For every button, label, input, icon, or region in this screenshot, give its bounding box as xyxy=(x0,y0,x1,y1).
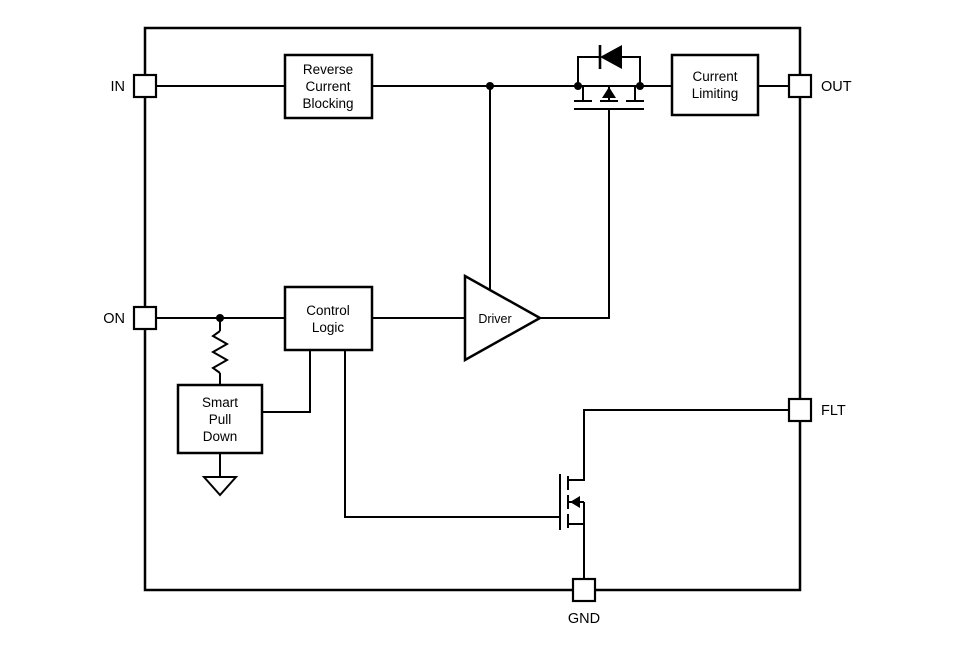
pass-fet xyxy=(574,86,644,110)
control-logic-label-line1: Control xyxy=(306,303,350,318)
current-limiting-label-line2: Limiting xyxy=(692,86,739,101)
pin-out: OUT xyxy=(787,73,852,99)
pin-on-label: ON xyxy=(103,311,125,327)
rcb-label-line1: Reverse xyxy=(303,62,353,77)
pin-in: IN xyxy=(111,73,158,99)
wire-flt-to-faultfet xyxy=(568,409,789,481)
driver-label: Driver xyxy=(478,312,511,326)
junction-dot xyxy=(486,82,494,90)
wire-spd-to-control xyxy=(262,350,311,413)
pin-flt: FLT xyxy=(787,397,846,423)
rcb-label-line2: Current xyxy=(305,79,350,94)
smart-pull-down-label-line1: Smart xyxy=(202,395,238,410)
pin-on-pad xyxy=(132,305,158,331)
pin-flt-pad xyxy=(787,397,813,423)
junction-dot xyxy=(636,82,644,90)
smart-pull-down-label-line3: Down xyxy=(203,429,238,444)
control-logic-label-line2: Logic xyxy=(312,320,345,335)
pin-out-label: OUT xyxy=(821,79,852,95)
pin-gnd-label: GND xyxy=(568,611,600,627)
wire-control-to-faultfet xyxy=(344,350,560,518)
pin-on: ON xyxy=(103,305,158,331)
pin-out-pad xyxy=(787,73,813,99)
rcb-label-line3: Blocking xyxy=(302,96,353,111)
wires xyxy=(156,85,789,579)
pin-flt-label: FLT xyxy=(821,403,846,419)
fault-fet xyxy=(559,474,585,530)
fault-fet-body-arrow xyxy=(570,496,580,508)
resistor-zigzag xyxy=(210,330,230,374)
pin-gnd-pad xyxy=(571,577,597,603)
block-smart-pull-down: Smart Pull Down xyxy=(176,383,264,455)
junction-dots xyxy=(216,82,644,322)
diode-anode-triangle xyxy=(600,45,622,69)
block-current-limiting: Current Limiting xyxy=(670,53,760,117)
ground-symbol xyxy=(201,453,239,497)
smart-pull-down-label-line2: Pull xyxy=(209,412,232,427)
driver-triangle xyxy=(463,273,543,363)
junction-dot xyxy=(216,314,224,322)
wire-driver-to-gate xyxy=(540,109,610,319)
block-control-logic: Control Logic xyxy=(283,285,374,352)
pin-in-pad xyxy=(132,73,158,99)
block-reverse-current-blocking: Reverse Current Blocking xyxy=(283,53,374,120)
current-limiting-label-line1: Current xyxy=(692,69,737,84)
ground-triangle xyxy=(201,476,239,497)
junction-dot xyxy=(574,82,582,90)
body-diode xyxy=(577,45,641,86)
pass-fet-body-arrow xyxy=(602,87,616,98)
block-driver: Driver xyxy=(463,273,543,363)
pin-gnd: GND xyxy=(568,577,600,627)
pin-in-label: IN xyxy=(111,79,126,95)
